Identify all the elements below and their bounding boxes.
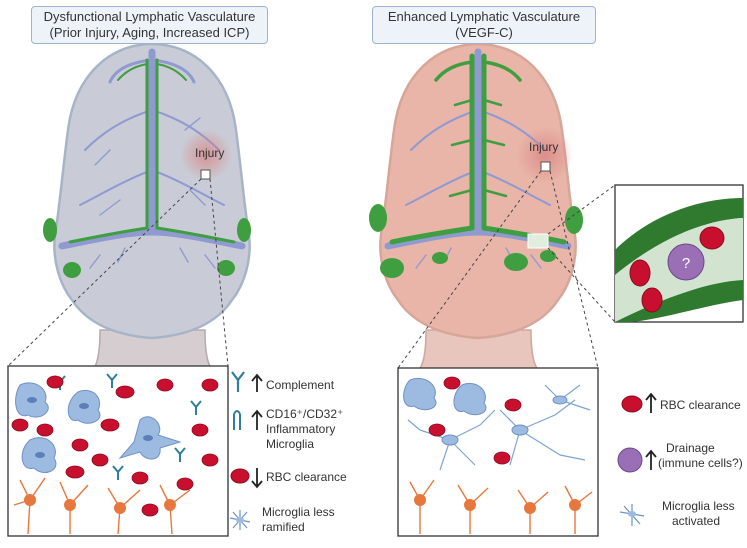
left-veins	[58, 48, 246, 269]
inflammatory-microglia-icon	[233, 410, 241, 430]
vessel-inset-panel: ?	[614, 184, 744, 323]
left-title-line1: Dysfunctional Lymphatic Vasculature	[43, 9, 256, 24]
right-neurons	[409, 479, 593, 534]
legend-drainage-2: (immune cells?)	[658, 456, 743, 470]
left-title-box: Dysfunctional Lymphatic Vasculature (Pri…	[31, 6, 268, 44]
complement-up-arrow-icon	[251, 373, 263, 392]
left-neuron-bodies	[24, 494, 176, 514]
immune-cell-icon	[617, 447, 643, 473]
legend-microglia-left-2: ramified	[262, 520, 305, 534]
left-brain: Injury	[43, 42, 251, 373]
right-injury-label: Injury	[529, 140, 558, 154]
complement-icon	[231, 371, 245, 392]
left-title-line2: (Prior Injury, Aging, Increased ICP)	[49, 25, 250, 40]
legend-rbc-left: RBC clearance	[266, 470, 347, 484]
rbc-icon	[230, 468, 250, 484]
legend-cd-line1: CD16⁺/CD32⁺	[266, 407, 343, 421]
right-vessel-zoom-box	[527, 233, 549, 249]
legend-cd-line2: Inflammatory	[266, 422, 335, 436]
rbc-up-arrow-icon	[645, 392, 657, 413]
legend-complement: Complement	[266, 378, 335, 392]
left-zoom-lines	[7, 178, 229, 367]
vessel-wall-bottom	[615, 280, 743, 322]
right-title-line1: Enhanced Lymphatic Vasculature	[387, 9, 581, 24]
left-injury-glow	[180, 129, 232, 181]
right-microglia-bodies	[403, 378, 568, 446]
rbc-icon-right	[621, 395, 643, 413]
right-rbcs	[428, 376, 522, 465]
left-legend: Complement CD16⁺/CD32⁺ Inflammatory Micr…	[229, 371, 347, 534]
rbc-down-arrow-icon	[251, 468, 263, 489]
left-lymph-clusters	[43, 218, 251, 278]
cd-up-arrow-icon	[251, 409, 263, 430]
left-rbcs	[11, 375, 219, 517]
right-injury-glow	[517, 127, 573, 183]
right-lymph-clusters	[369, 204, 583, 278]
immune-cell-in-vessel	[667, 243, 705, 281]
vessel-wall-top	[615, 198, 743, 275]
legend-microglia-right-2: activated	[672, 514, 720, 528]
left-neurons	[13, 477, 191, 535]
immune-cell-question: ?	[682, 255, 690, 272]
right-zoom-lines	[397, 170, 616, 369]
legend-microglia-left-1: Microglia less	[262, 505, 335, 519]
left-injury-label: Injury	[195, 146, 224, 160]
legend-drainage-1: Drainage	[666, 441, 715, 455]
right-inset-panel	[397, 367, 599, 537]
left-microglia-nuclei	[27, 397, 153, 458]
right-title-box: Enhanced Lymphatic Vasculature (VEGF-C)	[372, 6, 596, 44]
right-injury-box	[540, 161, 551, 172]
legend-cd-line3: Microglia	[266, 437, 314, 451]
drainage-up-arrow-icon	[645, 449, 657, 470]
right-brain: Injury	[369, 42, 583, 373]
right-title-line2: (VEGF-C)	[455, 25, 513, 40]
right-lymphatics	[389, 53, 567, 245]
left-lymphatics	[68, 58, 236, 244]
legend-rbc-right: RBC clearance	[660, 398, 741, 412]
right-legend: RBC clearance Drainage (immune cells?) M…	[617, 392, 743, 528]
left-inset-panel	[7, 365, 229, 537]
legend-microglia-right-1: Microglia less	[662, 499, 735, 513]
right-neuron-bodies	[414, 494, 581, 514]
vessel-rbcs	[629, 226, 725, 313]
microglia-ramified-body	[236, 517, 244, 523]
microglia-activated-body	[628, 511, 636, 517]
left-injury-box	[200, 169, 211, 180]
